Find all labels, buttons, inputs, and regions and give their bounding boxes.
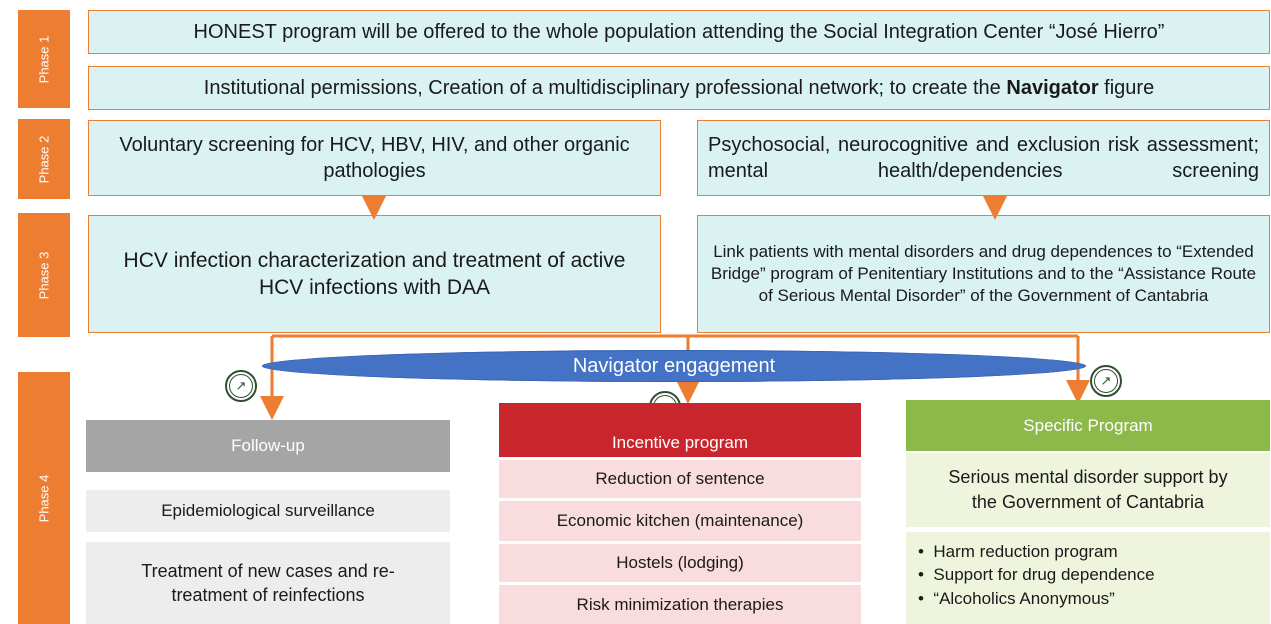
- list-item: • Support for drug dependence: [918, 565, 1155, 585]
- incentive-item: Reduction of sentence: [499, 460, 861, 498]
- followup-item-surveillance-text: Epidemiological surveillance: [161, 500, 375, 520]
- phase3-box-hcv-text: HCV infection characterization and treat…: [123, 248, 626, 299]
- phase1-box-population-text: HONEST program will be offered to the wh…: [193, 21, 1165, 43]
- phase-1-label: Phase 1: [18, 10, 70, 108]
- incentive-item: Economic kitchen (maintenance): [499, 501, 861, 541]
- phase-2-label: Phase 2: [18, 119, 70, 199]
- incentive-title: Incentive program: [611, 433, 749, 452]
- incentive-item: Risk minimization therapies: [499, 585, 861, 624]
- followup-header: Follow-up: [86, 420, 450, 472]
- phase3-box-link-text: Link patients with mental disorders and …: [710, 241, 1257, 306]
- compass-icon: ↗: [1090, 365, 1122, 397]
- followup-item-surveillance: Epidemiological surveillance: [86, 490, 450, 532]
- incentive-header: Incentive program: [499, 403, 861, 457]
- specific-bullet-box: • Harm reduction program • Support for d…: [906, 532, 1270, 624]
- navigator-engagement-label: Navigator engagement: [572, 354, 776, 377]
- specific-title: Specific Program: [1023, 415, 1153, 435]
- phase2-box-screening-text: Voluntary screening for HCV, HBV, HIV, a…: [119, 134, 630, 182]
- specific-support-box: Serious mental disorder support by the G…: [906, 453, 1270, 527]
- followup-title: Follow-up: [231, 436, 305, 455]
- incentive-item: Hostels (lodging): [499, 544, 861, 582]
- navigator-engagement-ellipse: Navigator engagement: [262, 350, 1086, 382]
- compass-icon: ↗: [225, 370, 257, 402]
- phase2-box-psychosocial: Psychosocial, neurocognitive and exclusi…: [697, 120, 1270, 196]
- followup-item-treatment: Treatment of new cases and re-treatment …: [86, 542, 450, 624]
- phase1-box-permissions: Institutional permissions, Creation of a…: [88, 66, 1270, 110]
- phase3-box-link: Link patients with mental disorders and …: [697, 215, 1270, 333]
- specific-bullet-list: • Harm reduction program • Support for d…: [918, 540, 1270, 610]
- specific-header: Specific Program: [906, 400, 1270, 451]
- followup-item-treatment-text: Treatment of new cases and re-treatment …: [141, 560, 395, 605]
- specific-support-text: Serious mental disorder support by the G…: [948, 466, 1228, 512]
- phase1-box-population: HONEST program will be offered to the wh…: [88, 10, 1270, 54]
- phase2-box-screening: Voluntary screening for HCV, HBV, HIV, a…: [88, 120, 661, 196]
- list-item: • “Alcoholics Anonymous”: [918, 588, 1115, 608]
- phase3-box-hcv: HCV infection characterization and treat…: [88, 215, 661, 333]
- phase-4-label: Phase 4: [18, 372, 70, 624]
- phase-3-label: Phase 3: [18, 213, 70, 337]
- navigator-bold: Navigator: [1006, 77, 1099, 99]
- phase2-box-psychosocial-text: Psychosocial, neurocognitive and exclusi…: [708, 134, 1259, 182]
- phase1-box-permissions-text: Institutional permissions, Creation of a…: [203, 77, 1155, 99]
- list-item: • Harm reduction program: [918, 542, 1118, 561]
